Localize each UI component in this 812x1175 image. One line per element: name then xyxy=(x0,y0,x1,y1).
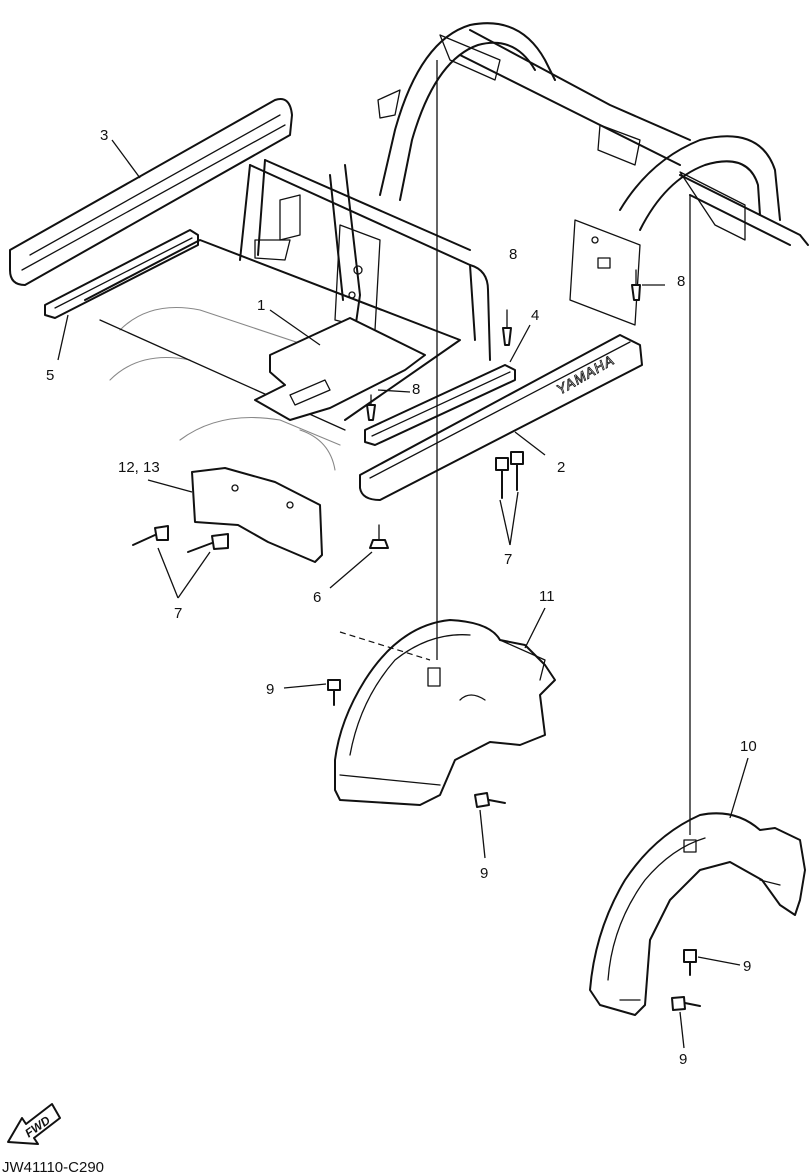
callout-1: 1 xyxy=(257,297,265,314)
callout-9-c: 9 xyxy=(743,958,751,975)
callout-2: 2 xyxy=(557,459,565,476)
callout-12-13: 12, 13 xyxy=(118,459,160,476)
callout-labels: 3 1 4 5 8 8 8 2 12, 13 7 7 6 11 9 9 10 9… xyxy=(46,127,757,1068)
part-1-floor-panel xyxy=(254,317,426,421)
bolt-8-c xyxy=(366,394,376,421)
screw-9-b xyxy=(474,792,506,808)
callout-8-c: 8 xyxy=(412,381,420,398)
alignment-lines xyxy=(339,60,691,835)
part-4-inner-rail xyxy=(364,364,516,446)
frame-roll-cage xyxy=(109,22,809,471)
callout-11: 11 xyxy=(539,588,555,605)
rivet-7-c xyxy=(495,457,509,499)
callout-7-a: 7 xyxy=(174,605,182,622)
drawing-code: JW41110-C290 xyxy=(2,1159,104,1175)
callout-9-a: 9 xyxy=(266,681,274,698)
callout-3: 3 xyxy=(100,127,108,144)
part-12-13-mud-flap xyxy=(191,467,323,563)
callout-9-d: 9 xyxy=(679,1051,687,1068)
clip-6 xyxy=(369,524,389,549)
part-11-wheel-housing xyxy=(334,619,556,806)
callout-9-b: 9 xyxy=(480,865,488,882)
callout-8-a: 8 xyxy=(509,246,517,263)
screw-9-c xyxy=(683,949,697,976)
screw-9-a xyxy=(327,679,341,706)
callout-10: 10 xyxy=(740,738,757,755)
bolt-8-b xyxy=(631,269,641,301)
part-10-wheel-housing xyxy=(589,812,806,1016)
screw-9-d xyxy=(671,996,701,1011)
callout-6: 6 xyxy=(313,589,321,606)
leader-lines xyxy=(57,139,749,1049)
callout-5: 5 xyxy=(46,367,54,384)
callout-8-b: 8 xyxy=(677,273,685,290)
bolt-8-a xyxy=(502,309,512,346)
part-3-side-trim xyxy=(9,98,293,286)
callout-7-b: 7 xyxy=(504,551,512,568)
rivet-7-a xyxy=(132,525,169,546)
fwd-arrow: FWD xyxy=(7,1103,61,1145)
rivet-7-d xyxy=(510,451,524,491)
rivet-7-b xyxy=(187,533,229,553)
callout-4: 4 xyxy=(531,307,539,324)
fasteners xyxy=(132,269,701,1011)
part-5-rail xyxy=(44,229,199,319)
